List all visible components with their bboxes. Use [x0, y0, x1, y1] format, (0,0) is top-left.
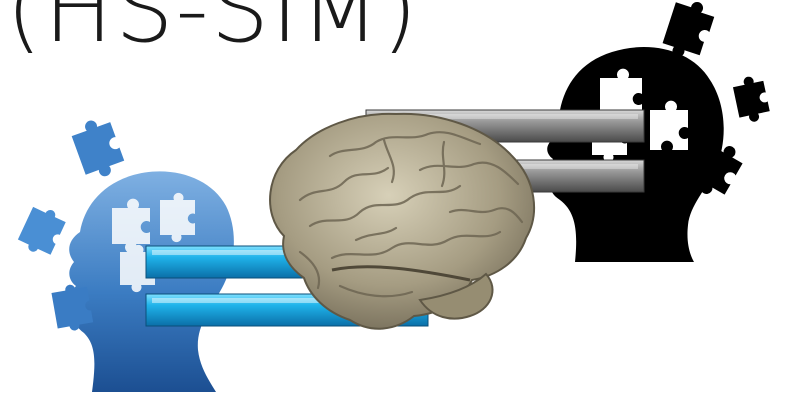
illustration: [0, 0, 795, 396]
